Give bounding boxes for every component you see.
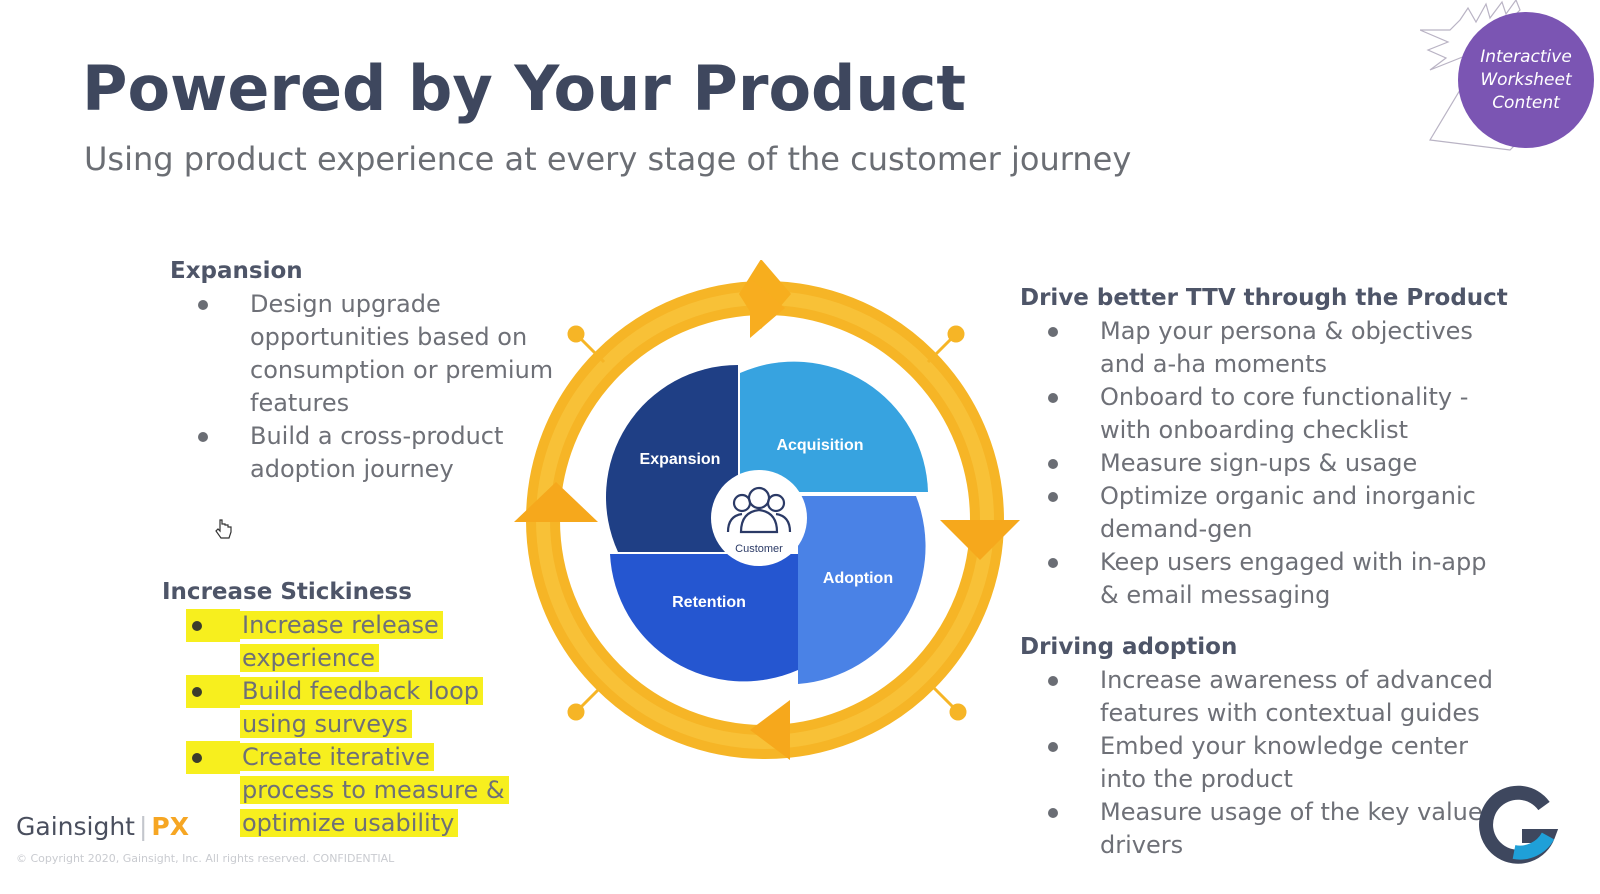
bullet-icon — [1048, 492, 1058, 502]
bullet-icon — [198, 432, 208, 442]
bullet-highlight — [186, 609, 240, 642]
ring-spokes — [567, 325, 967, 721]
stickiness-heading: Increase Stickiness — [162, 579, 412, 605]
bullet-icon — [1048, 676, 1058, 686]
list-item-text: Increase awareness of advanced features … — [1100, 666, 1493, 727]
customer-journey-diagram: Expansion Acquisition Adoption Retention… — [514, 260, 1020, 760]
list-item-text: Embed your knowledge center into the pro… — [1100, 732, 1468, 793]
bullet-icon — [1048, 808, 1058, 818]
list-item: Design upgrade opportunities based on co… — [170, 288, 570, 420]
list-item: Build a cross-product adoption journey — [170, 420, 570, 486]
bullet-icon — [1048, 393, 1058, 403]
stickiness-list: Increase release experience Build feedba… — [162, 609, 522, 840]
list-item-text: Measure usage of the key value drivers — [1100, 798, 1483, 859]
list-item: Build feedback loop using surveys — [162, 675, 522, 741]
list-item: Optimize organic and inorganic demand-ge… — [1020, 480, 1510, 546]
hand-cursor-icon — [215, 519, 232, 539]
expansion-segment — [605, 365, 738, 552]
badge-label: Interactive Worksheet Content — [1471, 46, 1581, 115]
list-item-text: Keep users engaged with in-app & email m… — [1100, 548, 1487, 609]
copyright-text: © Copyright 2020, Gainsight, Inc. All ri… — [16, 852, 395, 865]
brand-name: Gainsight — [16, 812, 135, 841]
slide-title: Powered by Your Product — [82, 52, 966, 125]
list-item-text: Measure sign-ups & usage — [1100, 449, 1418, 477]
adoption-heading: Driving adoption — [1020, 634, 1238, 660]
list-item-text: Onboard to core functionality - with onb… — [1100, 383, 1469, 444]
list-item-text: Build feedback loop using surveys — [240, 677, 484, 738]
expansion-label: Expansion — [640, 451, 721, 468]
bullet-highlight — [186, 675, 240, 708]
list-item: Increase release experience — [162, 609, 522, 675]
arrow-left-bottom-icon — [750, 700, 790, 760]
list-item: Onboard to core functionality - with onb… — [1020, 381, 1510, 447]
list-item-text: Build a cross-product adoption journey — [250, 422, 504, 483]
acquisition-label: Acquisition — [776, 437, 863, 454]
bullet-icon — [192, 687, 202, 697]
ttv-heading: Drive better TTV through the Product — [1020, 285, 1508, 311]
list-item-text: Design upgrade opportunities based on co… — [250, 290, 554, 417]
interactive-worksheet-badge[interactable]: Interactive Worksheet Content — [1420, 0, 1600, 160]
bullet-icon — [1048, 558, 1058, 568]
list-item-text: Increase release experience — [240, 611, 443, 672]
badge-line-2: Worksheet — [1480, 69, 1572, 90]
bullet-icon — [1048, 742, 1058, 752]
slide-subtitle: Using product experience at every stage … — [84, 140, 1132, 178]
list-item: Create iterative process to measure & op… — [162, 741, 522, 840]
bullet-icon — [192, 621, 202, 631]
list-item: Embed your knowledge center into the pro… — [1020, 730, 1510, 796]
adoption-list: Increase awareness of advanced features … — [1020, 664, 1510, 862]
list-item-text: Optimize organic and inorganic demand-ge… — [1100, 482, 1476, 543]
retention-label: Retention — [672, 594, 746, 611]
ttv-list: Map your persona & objectives and a-ha m… — [1020, 315, 1510, 612]
acquisition-segment — [740, 361, 928, 492]
customer-label: Customer — [735, 543, 783, 555]
badge-line-3: Content — [1492, 92, 1560, 113]
list-item: Keep users engaged with in-app & email m… — [1020, 546, 1510, 612]
badge-circle[interactable]: Interactive Worksheet Content — [1458, 12, 1594, 148]
customer-group-icon — [726, 486, 792, 534]
bullet-icon — [198, 300, 208, 310]
expansion-list: Design upgrade opportunities based on co… — [170, 288, 570, 486]
gainsight-g-logo-icon — [1479, 785, 1559, 864]
bullet-icon — [1048, 327, 1058, 337]
adoption-segment — [798, 496, 926, 684]
list-item-text: Create iterative process to measure & op… — [240, 743, 509, 837]
arrow-down-right-icon — [940, 520, 1020, 560]
gainsight-px-logo: Gainsight|PX — [16, 812, 189, 841]
badge-line-1: Interactive — [1480, 46, 1572, 67]
list-item-text: Map your persona & objectives and a-ha m… — [1100, 317, 1473, 378]
expansion-heading: Expansion — [170, 258, 303, 284]
list-item: Measure usage of the key value drivers — [1020, 796, 1510, 862]
brand-separator: | — [138, 812, 148, 841]
retention-segment — [610, 554, 798, 682]
bullet-highlight — [186, 741, 240, 774]
adoption-label: Adoption — [823, 570, 893, 587]
arrow-right-icon — [750, 278, 785, 338]
bullet-icon — [1048, 459, 1058, 469]
bullet-icon — [192, 753, 202, 763]
list-item: Measure sign-ups & usage — [1020, 447, 1510, 480]
list-item: Map your persona & objectives and a-ha m… — [1020, 315, 1510, 381]
customer-hub — [711, 470, 807, 566]
brand-suffix: PX — [151, 812, 190, 841]
list-item: Increase awareness of advanced features … — [1020, 664, 1510, 730]
arrow-up-left-icon — [514, 482, 598, 522]
